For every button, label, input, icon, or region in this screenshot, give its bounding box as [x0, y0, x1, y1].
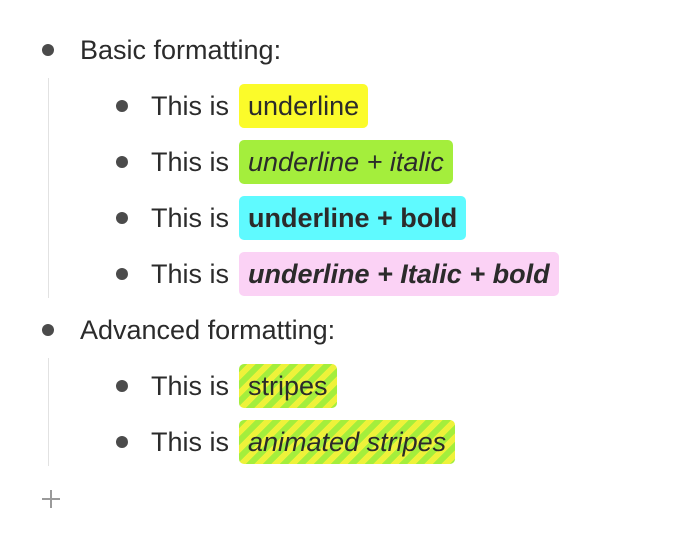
highlight-stripes[interactable]: stripes — [239, 364, 337, 408]
outline-node: This is underline + bold — [0, 190, 700, 246]
bullet-icon[interactable] — [116, 212, 128, 224]
outline-node: This is stripes — [0, 358, 700, 414]
outline-row[interactable]: This is underline + Italic + bold — [0, 246, 700, 302]
highlight-underline-italic[interactable]: underline + italic — [239, 140, 453, 184]
outline-row[interactable]: This is stripes — [0, 358, 700, 414]
node-label[interactable]: Basic formatting: — [80, 34, 282, 65]
highlight-underline-bold[interactable]: underline + bold — [239, 196, 467, 240]
node-text[interactable]: This is — [151, 258, 230, 289]
outline-row[interactable]: This is underline — [0, 78, 700, 134]
node-text[interactable]: This is — [151, 90, 230, 121]
outline-node: This is underline + Italic + bold — [0, 246, 700, 302]
node-text[interactable]: This is — [151, 146, 230, 177]
outline-node-advanced-formatting: Advanced formatting: This is stripes Thi… — [0, 302, 700, 470]
outline-row[interactable]: Advanced formatting: — [0, 302, 700, 358]
indent-guide — [48, 358, 49, 466]
outline-node: This is underline — [0, 78, 700, 134]
bullet-icon[interactable] — [42, 44, 54, 56]
outline-row[interactable]: Basic formatting: — [0, 22, 700, 78]
bullet-icon[interactable] — [42, 324, 54, 336]
node-text[interactable]: This is — [151, 202, 230, 233]
node-children: This is stripes This is animated stripes — [0, 358, 700, 470]
outline-node: This is animated stripes — [0, 414, 700, 470]
bullet-icon[interactable] — [116, 100, 128, 112]
highlight-underline[interactable]: underline — [239, 84, 369, 128]
outline-node: This is underline + italic — [0, 134, 700, 190]
bullet-icon[interactable] — [116, 436, 128, 448]
indent-guide — [48, 78, 49, 298]
outline-node-basic-formatting: Basic formatting: This is underline This… — [0, 22, 700, 302]
bullet-icon[interactable] — [116, 380, 128, 392]
node-text[interactable]: This is — [151, 370, 230, 401]
plus-icon[interactable] — [40, 488, 62, 510]
outline-row[interactable]: This is underline + bold — [0, 190, 700, 246]
bullet-icon[interactable] — [116, 268, 128, 280]
node-label[interactable]: Advanced formatting: — [80, 314, 336, 345]
node-children: This is underline This is underline + it… — [0, 78, 700, 302]
outline-row[interactable]: This is animated stripes — [0, 414, 700, 470]
highlight-underline-italic-bold[interactable]: underline + Italic + bold — [239, 252, 559, 296]
bullet-icon[interactable] — [116, 156, 128, 168]
highlight-animated-stripes[interactable]: animated stripes — [239, 420, 456, 464]
node-text[interactable]: This is — [151, 426, 230, 457]
outline-row[interactable]: This is underline + italic — [0, 134, 700, 190]
